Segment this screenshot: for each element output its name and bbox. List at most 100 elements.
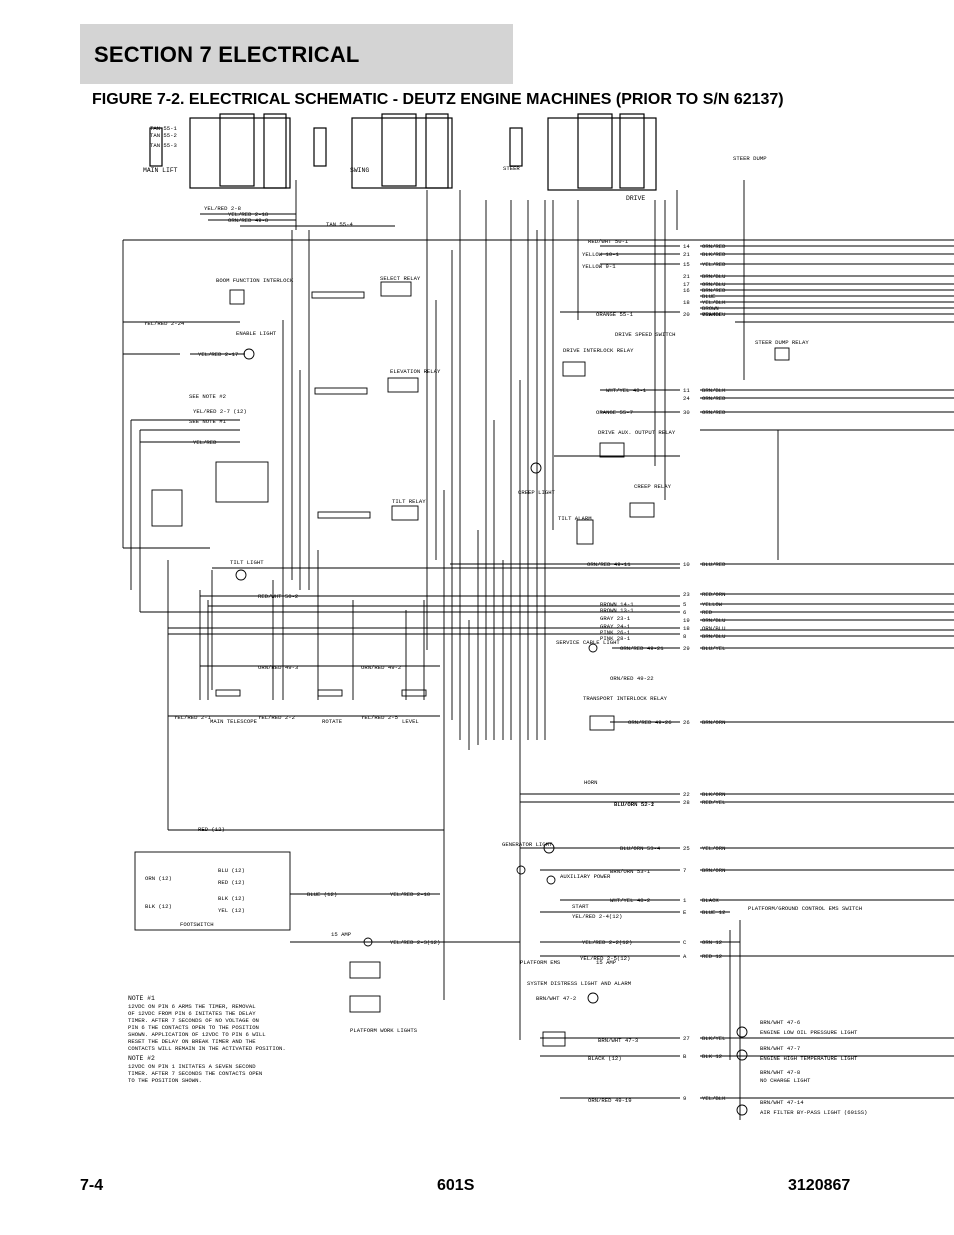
- wire-label: TAN 55-4: [326, 221, 353, 228]
- terminal-number: C: [683, 939, 687, 946]
- terminal-wire-label: BRN/RED: [702, 287, 726, 294]
- terminal-wire-label: BLUE 12: [702, 909, 726, 916]
- terminal-number: 15: [683, 261, 690, 268]
- start-label: START: [572, 903, 589, 910]
- rotate-label: ROTATE: [322, 718, 343, 725]
- wire-label: GRAY 24-1: [600, 623, 631, 630]
- note1-line: TIMER. AFTER 7 SECONDS OF NO VOLTAGE ON: [128, 1017, 259, 1024]
- terminal-wire-label: BLACK: [702, 897, 719, 904]
- see-note-1: SEE NOTE #1: [189, 418, 227, 425]
- section-title: SECTION 7 ELECTRICAL: [94, 42, 360, 67]
- terminal-number: B: [683, 1053, 687, 1060]
- steer-dump-label: STEER DUMP: [733, 155, 767, 162]
- footswitch-wire-group: ORN (12)BLU (12)RED (12)BLK (12)BLK (12)…: [145, 867, 245, 914]
- wire-label: BLACK (12): [588, 1055, 622, 1062]
- terminal-number: 11: [683, 387, 690, 394]
- terminal-wire-label: YELLOW: [702, 601, 723, 608]
- light-wire-label: BRN/WHT 47-14: [760, 1099, 804, 1106]
- service-light-label: SERVICE CABLE LIGHT: [556, 639, 620, 646]
- wire-label: ORANGE 55-7: [596, 409, 633, 416]
- terminal-wire-label: YEL/BLK: [702, 1095, 726, 1102]
- note2-line: TO THE POSITION SHOWN.: [128, 1077, 202, 1084]
- footswitch-wire-label: BLK (12): [145, 903, 172, 910]
- terminal-wire-label: RED 12: [702, 953, 722, 960]
- wire-label: BLUE (12): [307, 891, 337, 898]
- steer-dump-relay-label: STEER DUMP RELAY: [755, 339, 809, 346]
- creep-light-label: CREEP LIGHT: [518, 489, 556, 496]
- wire-label: TAN 55-3: [150, 142, 177, 149]
- wire-label: YEL/RED 2-17: [198, 351, 238, 358]
- wire-label: YEL/RED 2-18: [228, 211, 268, 218]
- terminal-number: 7: [683, 867, 686, 874]
- terminal-number: 6: [683, 609, 686, 616]
- wire-label: YEL/RED 2-5(12): [580, 955, 630, 962]
- notes-block: NOTE #1 12VDC ON PIN 6 ARMS THE TIMER, R…: [128, 995, 286, 1084]
- terminal-wire-label: ORANGE: [702, 311, 723, 318]
- terminal-wire-label: ORN 12: [702, 939, 722, 946]
- platform-ems-label: PLATFORM EMS: [520, 959, 561, 966]
- select-relay-label: SELECT RELAY: [380, 275, 421, 282]
- wire-label: ORN/RED 49-2: [361, 664, 401, 671]
- wire-label: YELLOW 9-1: [582, 263, 616, 270]
- terminal-number: 5: [683, 601, 686, 608]
- tilt-light-label: TILT LIGHT: [230, 559, 264, 566]
- terminal-wire-label: BLK/RED: [702, 251, 726, 258]
- transport-relay-label: TRANSPORT INTERLOCK RELAY: [583, 695, 668, 702]
- terminal-number: 20: [683, 311, 690, 318]
- wire-label: YEL/RED 2-4(12): [572, 913, 622, 920]
- footswitch-wire-label: YEL (12): [218, 907, 245, 914]
- terminal-wire-label: ORN/RED: [702, 243, 726, 250]
- note2-line: 12VDC ON PIN 1 INITATES A SEVEN SECOND: [128, 1063, 256, 1070]
- model-number: 601S: [437, 1177, 475, 1194]
- terminal-wire-label: ORN/RED: [702, 395, 726, 402]
- terminal-number: 8: [683, 633, 686, 640]
- terminal-number: 21: [683, 251, 690, 258]
- terminal-number: 17: [683, 281, 690, 288]
- drive-interlock-label: DRIVE INTERLOCK RELAY: [563, 347, 634, 354]
- see-note-2: SEE NOTE #2: [189, 393, 226, 400]
- drive-speed-label: DRIVE SPEED SWITCH: [615, 331, 675, 338]
- terminal-number: 29: [683, 645, 690, 652]
- terminal-wire-label: BRN/BLU: [702, 273, 726, 280]
- note1-line: SHOWN. APPLICATION OF 12VDC TO PIN 6 WIL…: [128, 1031, 266, 1038]
- terminal-number: 18: [683, 299, 690, 306]
- terminal-wire-label: BRN/BLK: [702, 387, 726, 394]
- wire-label: PINK 26-1: [600, 629, 631, 636]
- terminal-number: 10: [683, 561, 690, 568]
- wire-label: YEL/RED 2-3(12): [390, 939, 440, 946]
- terminal-wire-label: RED/ORN: [702, 591, 726, 598]
- wire-label: ORN/RED 49-19: [588, 1097, 632, 1104]
- footswitch-wire-label: ORN (12): [145, 875, 172, 882]
- main-telescope-label: MAIN TELESCOPE: [210, 718, 258, 725]
- platform-lights-label: PLATFORM WORK LIGHTS: [350, 1027, 418, 1034]
- terminal-number: A: [683, 953, 687, 960]
- wire-label: RED (12): [198, 826, 225, 833]
- wire-label: ORN/RED 49-3: [258, 664, 298, 671]
- wire-label: BLU/ORN 52-1: [614, 801, 655, 808]
- terminal-number: 22: [683, 791, 690, 798]
- drive-aux-label: DRIVE AUX. OUTPUT RELAY: [598, 429, 676, 436]
- oil-light-label: ENGINE LOW OIL PRESSURE LIGHT: [760, 1029, 858, 1036]
- wire-label: YELLOW 10-1: [582, 251, 620, 258]
- terminal-wire-label: BLUE: [702, 293, 716, 300]
- note1-line: 12VDC ON PIN 6 ARMS THE TIMER, REMOVAL: [128, 1003, 256, 1010]
- terminal-wire-label: BLK 12: [702, 1053, 722, 1060]
- fuse-label-2: 15 AMP: [596, 959, 617, 966]
- wire-label: YEL/RED 2-24: [144, 320, 185, 327]
- wire-label: YEL/RED 2-2(12): [582, 939, 632, 946]
- terminal-wire-label: BLU/RED: [702, 561, 726, 568]
- wire-label: BLU/ORN 53-4: [620, 845, 661, 852]
- horn-label: HORN: [584, 779, 597, 786]
- tilt-relay-label: TILT RELAY: [392, 498, 426, 505]
- wire-label: ORANGE 55-1: [596, 311, 634, 318]
- note2-line: TIMER. AFTER 7 SECONDS THE CONTACTS OPEN: [128, 1070, 262, 1077]
- terminal-wire-label: BRN/ORN: [702, 867, 726, 874]
- footswitch-label: FOOTSWITCH: [180, 921, 214, 928]
- terminal-number: 23: [683, 591, 690, 598]
- creep-relay-label: CREEP RELAY: [634, 483, 672, 490]
- distress-light-label: SYSTEM DISTRESS LIGHT AND ALARM: [527, 980, 631, 987]
